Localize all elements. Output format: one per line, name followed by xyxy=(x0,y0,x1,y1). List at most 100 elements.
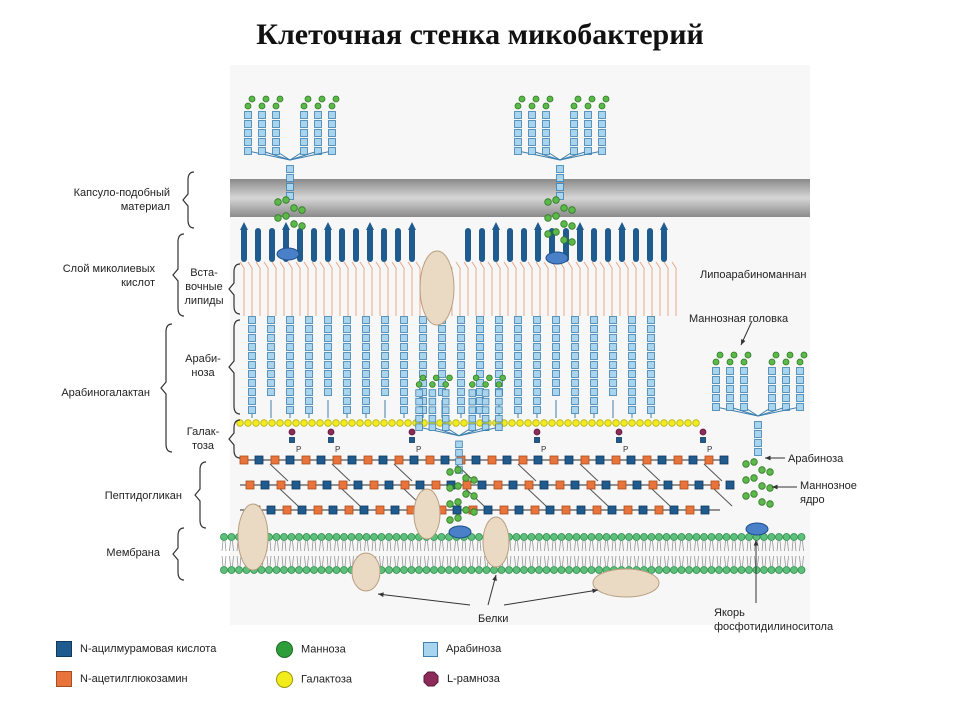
lipid-tail xyxy=(634,540,636,552)
lipid-head xyxy=(655,566,663,574)
branch-link xyxy=(458,426,500,437)
arabinose-unit xyxy=(590,334,598,342)
lipid-head xyxy=(625,533,633,541)
arabinose-unit xyxy=(324,316,332,324)
lipid-tail xyxy=(679,540,681,552)
arabinose-unit xyxy=(415,406,423,414)
label-mycolic-layer: Слой миколиевых кислот xyxy=(62,263,155,289)
label-galactose-layer: Галак-тоза xyxy=(186,426,220,452)
lipid-zigzag xyxy=(647,261,653,316)
lipid-tail xyxy=(724,540,726,552)
legend-item-rhamnose: L-рамноза xyxy=(423,671,500,687)
lipid-tail xyxy=(604,555,606,567)
lipid-head xyxy=(235,566,243,574)
arabinose-unit xyxy=(272,120,280,128)
arabinose-unit xyxy=(441,414,450,423)
rhamnose-octagon-icon xyxy=(423,671,439,687)
arabinose-unit xyxy=(712,403,720,411)
lipid-tail xyxy=(236,555,239,567)
lipid-tail xyxy=(619,555,621,567)
mycolic-acid-tip xyxy=(534,222,542,230)
arabinose-chains xyxy=(248,316,655,418)
lipid-tail xyxy=(224,540,227,552)
lipid-tail xyxy=(296,540,299,552)
arabinose-unit xyxy=(590,370,598,378)
arabinose-unit xyxy=(740,403,748,411)
arabinose-unit xyxy=(609,370,617,378)
arabinose-unit xyxy=(286,361,294,369)
branch-link xyxy=(757,406,801,417)
arabinose-unit xyxy=(419,352,427,360)
arabinose-unit xyxy=(571,361,579,369)
legend-item-arabinose: Арабиноза xyxy=(423,641,501,657)
arabinose-unit xyxy=(415,389,423,397)
arabinose-unit xyxy=(457,388,465,396)
lipid-tail xyxy=(562,555,564,567)
lipid-tail xyxy=(409,555,411,567)
arabinose-unit xyxy=(768,376,776,384)
lipid-head xyxy=(610,533,618,541)
lipid-tail xyxy=(284,540,287,552)
arabinose-unit xyxy=(258,138,266,146)
arabinose-unit xyxy=(362,343,370,351)
arabinose-unit xyxy=(481,414,490,423)
mannose-core-unit xyxy=(298,222,306,230)
arabinose-unit xyxy=(305,352,313,360)
arabinose-unit xyxy=(343,379,351,387)
lipid-zigzag xyxy=(303,261,309,316)
murnac-unit xyxy=(638,505,648,515)
lipid-head xyxy=(302,533,311,541)
lipid-tail xyxy=(799,540,801,552)
lipid-head xyxy=(392,533,401,541)
arabinose-unit xyxy=(457,343,465,351)
lipid-tail xyxy=(769,540,771,552)
lipid-tail xyxy=(517,555,519,567)
arabinose-unit xyxy=(400,388,408,396)
lipid-tail xyxy=(659,540,662,552)
lipid-tail xyxy=(517,540,519,552)
lipid-tail xyxy=(757,540,759,552)
glcnac-unit xyxy=(499,505,509,515)
arabinose-unit xyxy=(609,316,617,324)
arabinose-square-icon xyxy=(423,641,438,657)
lipid-zigzag xyxy=(671,261,677,316)
lipid-tail xyxy=(334,540,336,552)
lipid-head xyxy=(332,566,341,574)
phosphate-linker xyxy=(534,437,540,443)
lipid-tail xyxy=(749,540,752,552)
lipid-tail xyxy=(344,555,347,567)
lipid-tail xyxy=(416,555,419,567)
arabinose-unit xyxy=(598,147,606,155)
lipid-head xyxy=(707,533,716,541)
pi-anchor-icon xyxy=(745,522,769,536)
inserted-lipids xyxy=(239,261,677,316)
mycolic-acid-tip xyxy=(324,222,332,230)
rhamnose-unit xyxy=(327,428,335,436)
lipid-tail xyxy=(266,555,269,567)
lipid-tail xyxy=(461,540,464,552)
murnac-unit xyxy=(297,505,307,515)
arabinose-unit xyxy=(712,367,720,375)
glcnac-unit xyxy=(369,480,379,490)
murnac-unit xyxy=(384,480,394,490)
arabinose-unit xyxy=(381,388,389,396)
galactose-unit xyxy=(380,419,388,427)
lipid-tail xyxy=(464,555,467,567)
glcnac-unit xyxy=(642,455,652,465)
arrow-mannose-core-head xyxy=(772,484,778,490)
lipid-zigzag xyxy=(615,261,621,316)
arabinose-unit xyxy=(286,334,294,342)
lipid-tail xyxy=(469,555,471,567)
mannose-core-unit xyxy=(446,500,454,508)
lipid-head xyxy=(632,533,641,541)
arabinose-unit xyxy=(514,129,522,137)
arabinose-unit xyxy=(438,361,446,369)
galactose-unit xyxy=(356,419,364,427)
arabinose-unit xyxy=(628,334,636,342)
mannose-core-unit xyxy=(544,230,552,238)
arabinose-unit xyxy=(514,138,522,146)
arabinose-unit xyxy=(286,316,294,324)
lipid-tail xyxy=(559,540,561,552)
arabinose-unit xyxy=(552,379,560,387)
